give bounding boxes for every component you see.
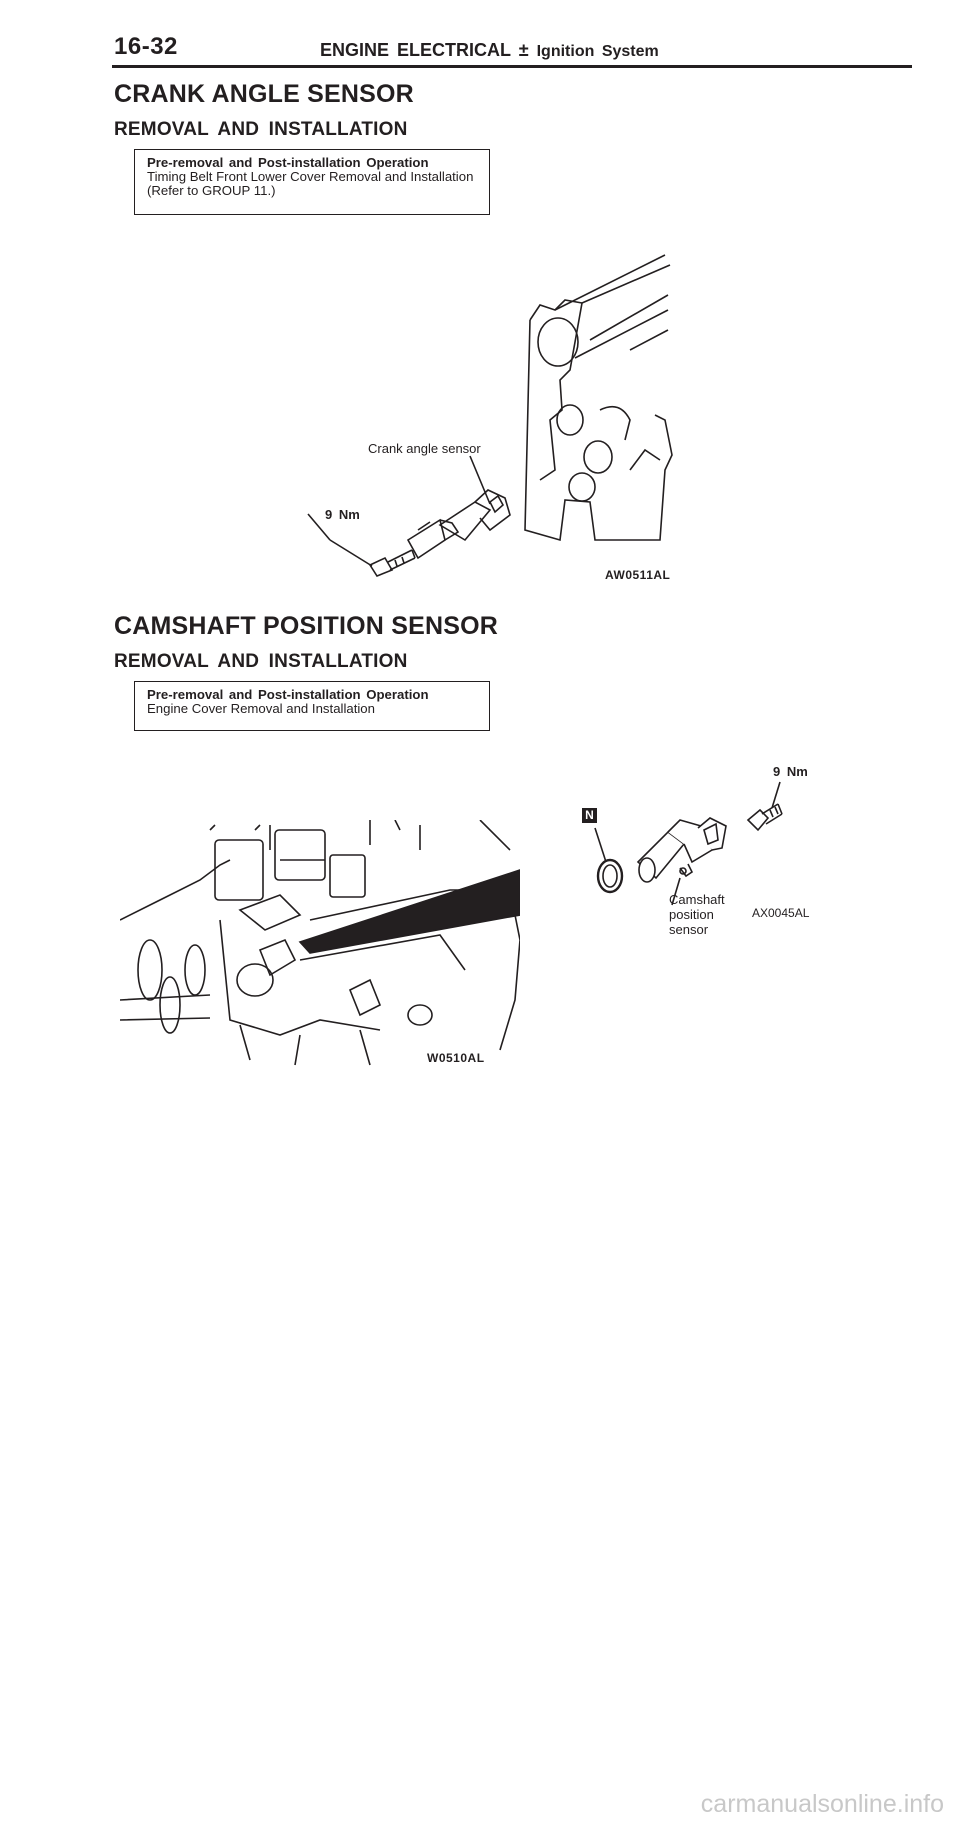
op-box-line: (Refer to GROUP 11.) [147,183,276,198]
running-head: ENGINE ELECTRICAL ± Ignition System [320,40,659,61]
camshaft-torque-label: 9 Nm [773,764,808,779]
camshaft-engine-illustration [120,820,520,1066]
camshaft-sensor-label: Camshaft position sensor [669,892,725,937]
crank-figure-code: AW0511AL [605,568,671,582]
page-number: 16-32 [114,33,178,60]
op-box-line: Timing Belt Front Lower Cover Removal an… [147,169,474,184]
camshaft-figure-right-code: AX0045AL [752,906,810,920]
op-box-title: Pre-removal and Post-installation Operat… [147,687,429,702]
label-line: sensor [669,922,709,937]
crank-section-subtitle: REMOVAL AND INSTALLATION [114,119,408,140]
camshaft-section-title: CAMSHAFT POSITION SENSOR [114,612,498,640]
crank-operation-box: Pre-removal and Post-installation Operat… [134,149,490,215]
camshaft-operation-box: Pre-removal and Post-installation Operat… [134,681,490,731]
label-line: Camshaft [669,892,725,907]
replace-part-mark: N [582,808,597,823]
label-line: position [669,907,714,922]
watermark-text: carmanualsonline.info [700,1790,944,1818]
crank-section-title: CRANK ANGLE SENSOR [114,80,414,108]
header-rule [112,65,912,68]
op-box-line: Engine Cover Removal and Installation [147,701,375,716]
crank-sensor-label: Crank angle sensor [368,441,481,456]
watermark: carmanualsonline.info [0,1790,960,1819]
subsection-title: Ignition System [536,43,659,60]
camshaft-section-subtitle: REMOVAL AND INSTALLATION [114,651,408,672]
section-title: ENGINE ELECTRICAL [320,40,511,60]
crank-sensor-illustration [307,254,673,577]
op-box-title: Pre-removal and Post-installation Operat… [147,155,429,170]
camshaft-figure-left-code: W0510AL [427,1051,485,1065]
separator: ± [518,40,529,60]
camshaft-exploded-illustration [594,781,783,906]
crank-torque-label: 9 Nm [325,507,360,522]
